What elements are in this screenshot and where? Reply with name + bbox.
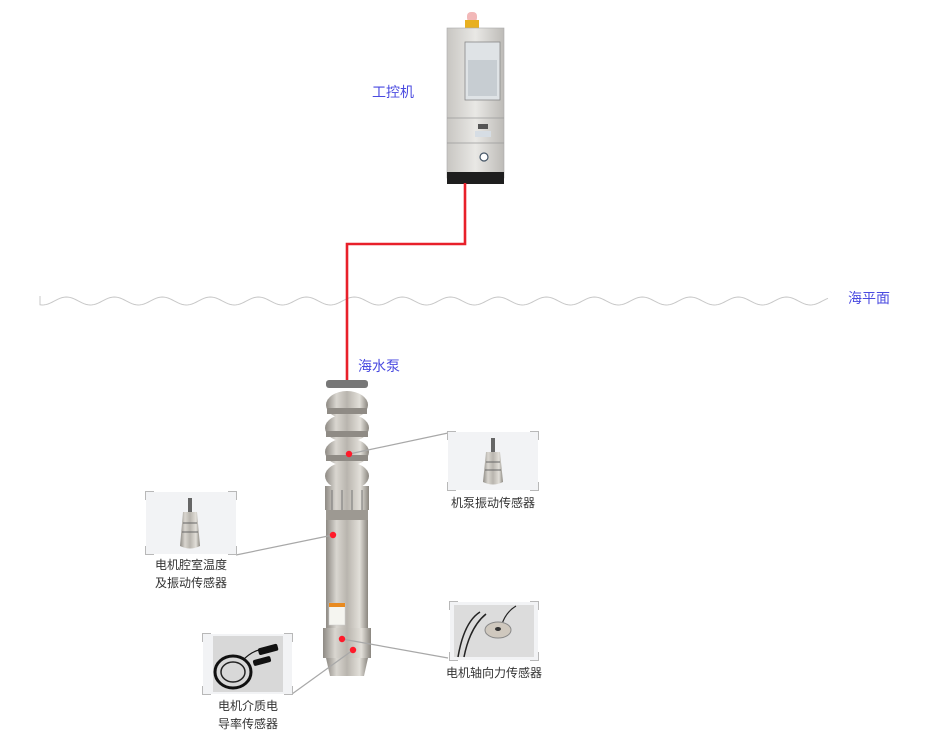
sensor-label-axial-force: 电机轴向力传感器 bbox=[445, 666, 542, 680]
load-cell-sensor-icon bbox=[454, 605, 534, 658]
leader-line-axial-force bbox=[341, 638, 449, 659]
conductivity-probe-icon bbox=[213, 636, 283, 692]
pump-label: 海水泵 bbox=[358, 359, 400, 375]
sensor-thumb-axial-force[interactable] bbox=[449, 601, 539, 661]
control-cabinet-icon bbox=[446, 12, 505, 184]
sensor-point-pump-vibration[interactable] bbox=[345, 450, 353, 458]
sensor-point-motor-cavity[interactable] bbox=[329, 531, 337, 539]
sensor-point-conductivity[interactable] bbox=[349, 646, 357, 654]
sensor-thumb-motor-cavity[interactable] bbox=[145, 491, 237, 555]
sensor-thumb-conductivity[interactable] bbox=[202, 633, 293, 695]
sensor-label-conductivity: 电机介质电 导率传感器 bbox=[217, 699, 278, 731]
sensor-point-axial-force[interactable] bbox=[338, 635, 346, 643]
leader-line-pump-vibration bbox=[348, 432, 449, 455]
control-cabinet-label: 工控机 bbox=[372, 85, 414, 101]
leader-line-conductivity bbox=[291, 649, 354, 695]
sea-level-wave bbox=[39, 296, 829, 306]
sensor-label-pump-vibration: 机泵振动传感器 bbox=[450, 496, 535, 510]
sensor-label-motor-cavity: 电机腔室温度 及振动传感器 bbox=[154, 558, 227, 590]
leader-line-motor-cavity bbox=[235, 534, 334, 556]
vibration-sensor-icon bbox=[180, 498, 200, 549]
sea-level-label: 海平面 bbox=[848, 291, 890, 307]
sensor-thumb-pump-vibration[interactable] bbox=[447, 431, 539, 491]
sea-water-pump-icon bbox=[323, 380, 371, 676]
signal-cable bbox=[345, 183, 467, 383]
vibration-sensor-icon bbox=[483, 438, 503, 485]
